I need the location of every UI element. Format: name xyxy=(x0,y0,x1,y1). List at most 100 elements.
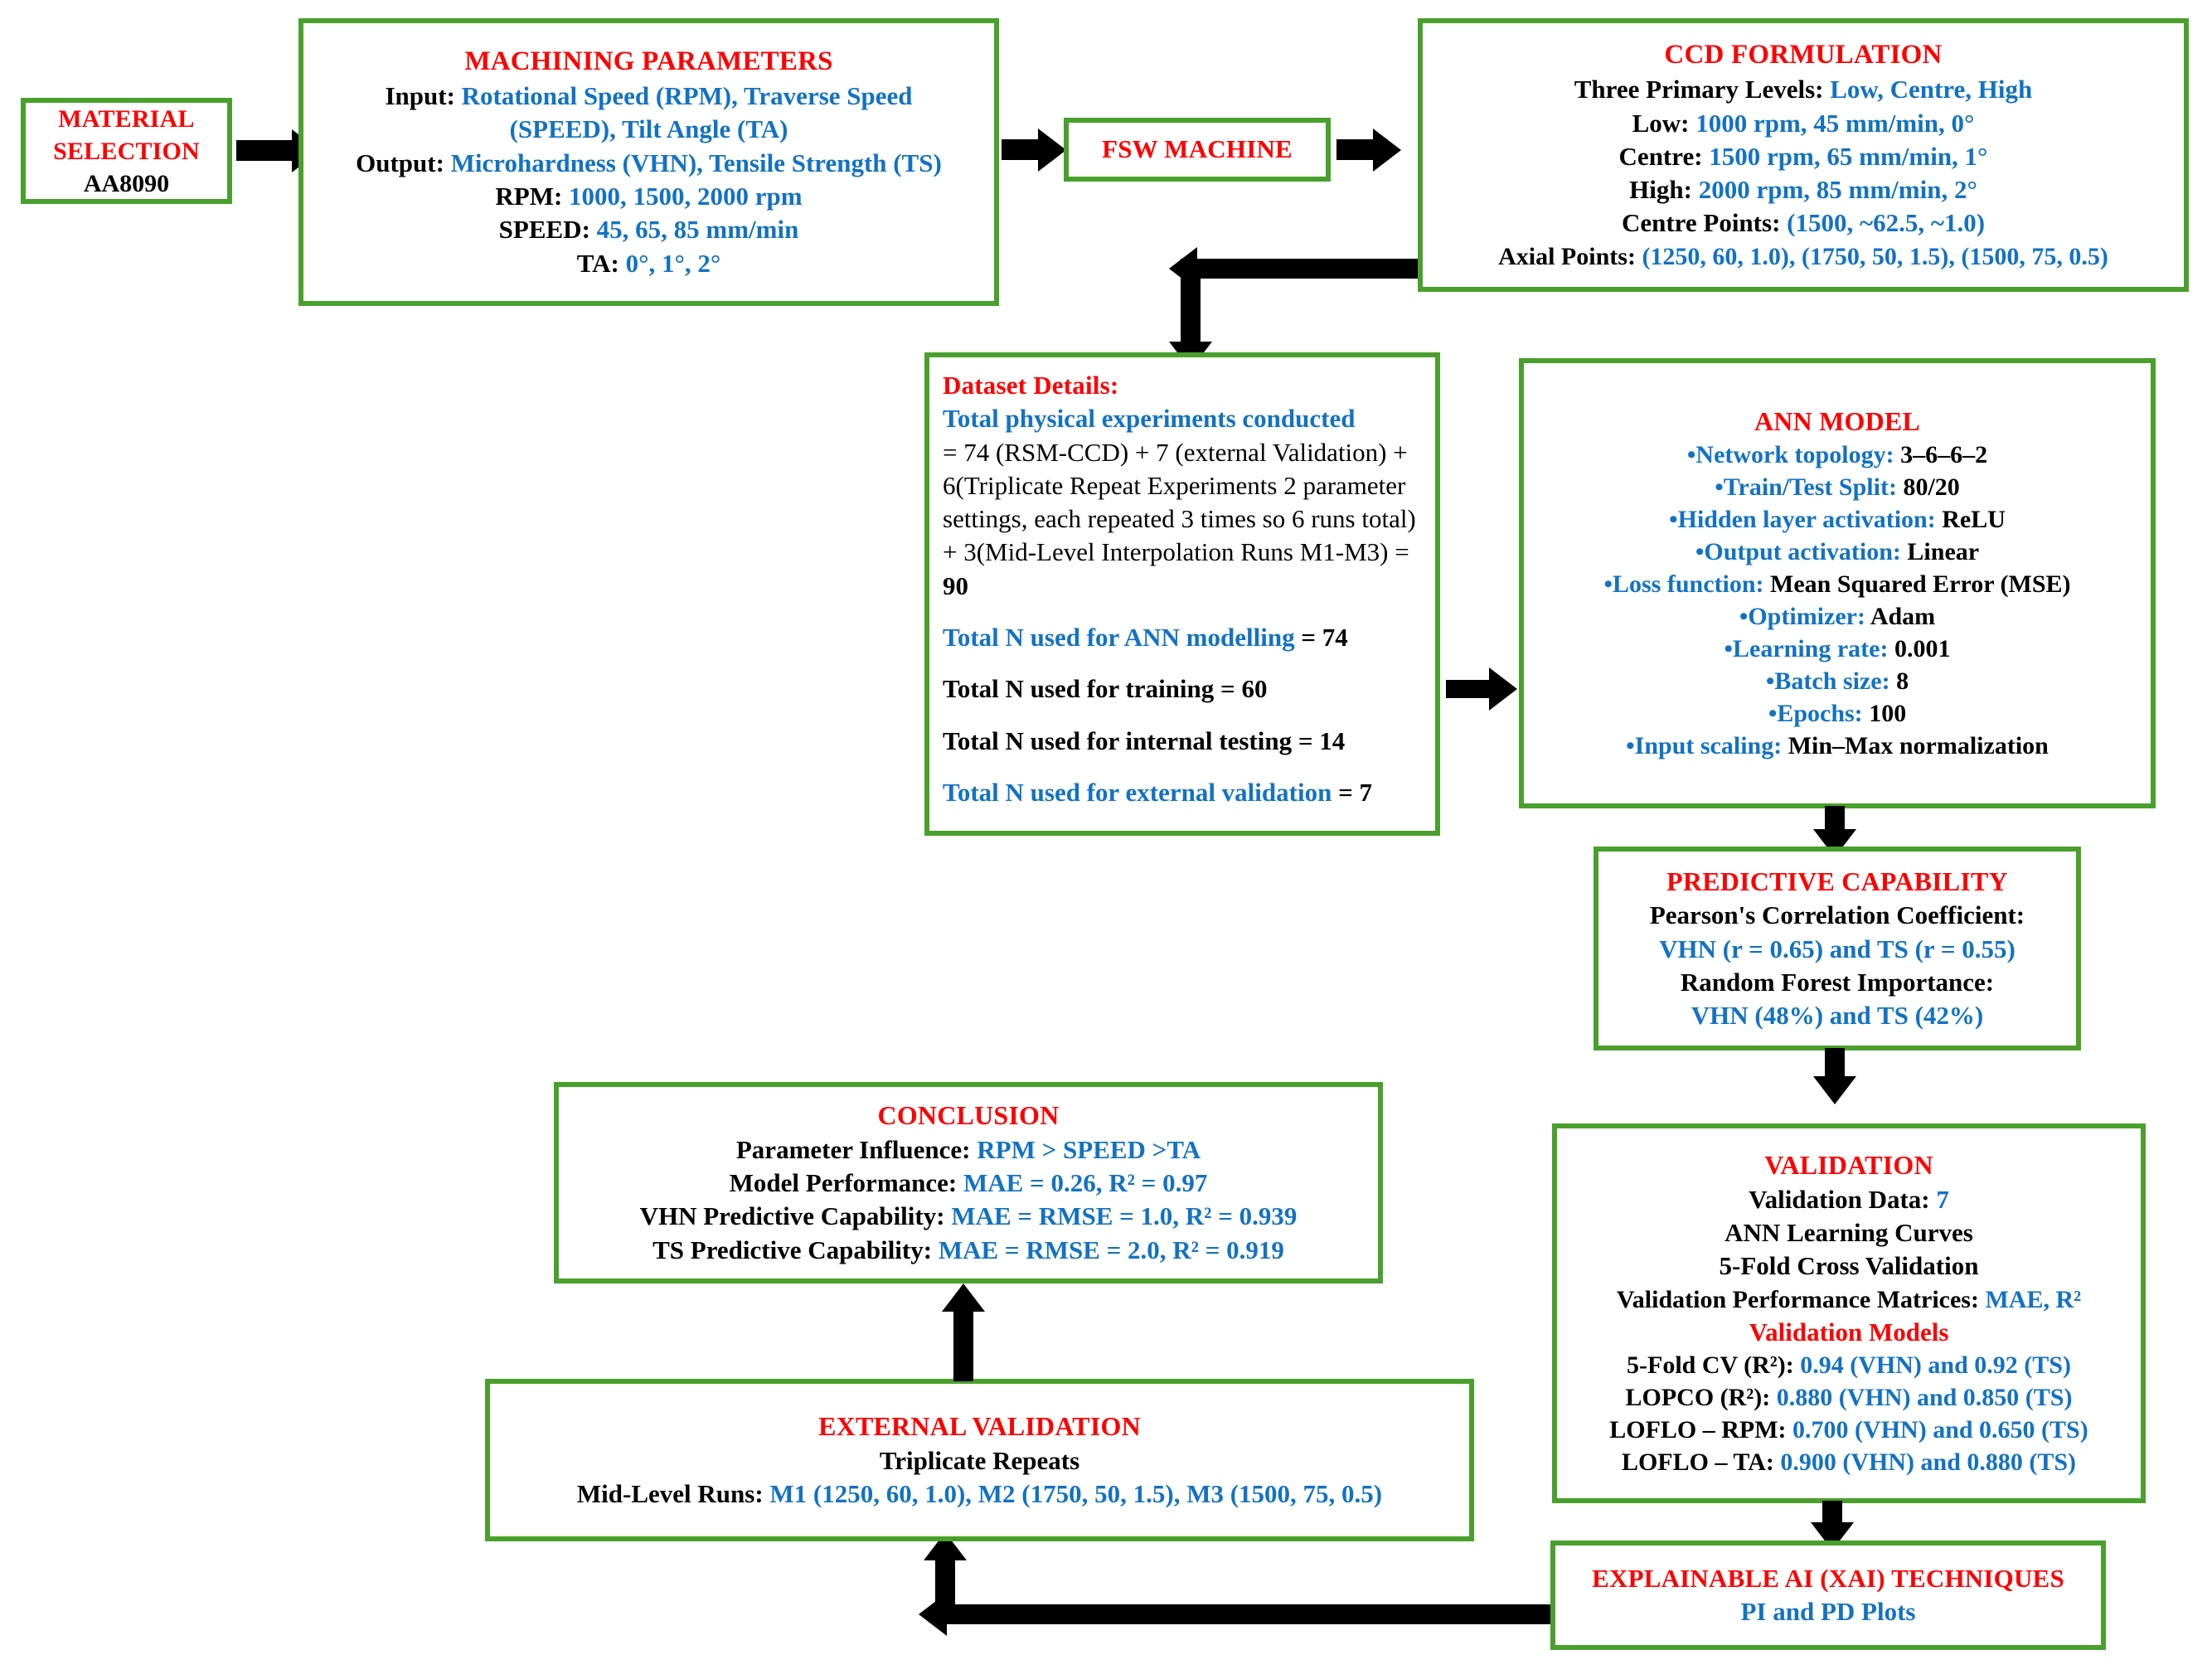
ann-bullet-value: 0.001 xyxy=(1894,635,1951,663)
ann-bullet-label: •Network topology: xyxy=(1686,441,1894,469)
validation-matrices-label: Validation Performance Matrices: xyxy=(1616,1285,1979,1313)
ann-bullet: •Batch size: 8 xyxy=(1766,665,1909,697)
rpm-label: RPM: xyxy=(495,181,563,211)
ann-bullet-value: 8 xyxy=(1896,667,1909,696)
ccd-row-value: Low, Centre, High xyxy=(1830,75,2033,104)
ann-bullet: •Learning rate: 0.001 xyxy=(1724,633,1951,665)
machining-parameters-title: MACHINING PARAMETERS xyxy=(464,46,833,77)
ccd-row: Low: 1000 rpm, 45 mm/min, 0° xyxy=(1632,107,1975,140)
ann-bullet-label: •Output activation: xyxy=(1695,538,1901,566)
external-validation-runs-value: M1 (1250, 60, 1.0), M2 (1750, 50, 1.5), … xyxy=(769,1478,1383,1508)
material-selection-box[interactable]: MATERIAL SELECTION AA8090 xyxy=(21,98,232,204)
ccd-row-value: (1500, ~62.5, ~1.0) xyxy=(1787,208,1986,238)
conclusion-row-value: RPM > SPEED >TA xyxy=(977,1134,1201,1164)
input-label: Input: xyxy=(385,81,455,111)
pearson-label: Pearson's Correlation Coefficient: xyxy=(1649,900,2025,930)
conclusion-row-value: MAE = 0.26, R² = 0.97 xyxy=(963,1168,1208,1197)
dataset-line-label: Total N used for ANN modelling xyxy=(943,623,1295,653)
dataset-line-label: Total N used for external validation xyxy=(943,777,1332,807)
validation-learning-curves: ANN Learning Curves xyxy=(1724,1218,1973,1247)
ann-bullet-value: ReLU xyxy=(1942,506,2006,534)
conclusion-row: Model Performance: MAE = 0.26, R² = 0.97 xyxy=(730,1167,1208,1200)
dataset-line-sep: = xyxy=(1292,725,1320,755)
conclusion-box[interactable]: CONCLUSION Parameter Influence: RPM > SP… xyxy=(554,1082,1383,1283)
ccd-row-label: High: xyxy=(1629,175,1692,205)
ccd-row-value: 1500 rpm, 65 mm/min, 1° xyxy=(1709,141,1988,171)
speed-label: SPEED: xyxy=(498,215,590,245)
ann-bullet-value: Adam xyxy=(1870,603,1936,631)
ccd-row-value: (1250, 60, 1.0), (1750, 50, 1.5), (1500,… xyxy=(1642,242,2108,270)
ann-bullet: •Epochs: 100 xyxy=(1768,697,1906,730)
dataset-line: Total N used for external validation = 7 xyxy=(943,776,1372,809)
ann-bullet-label: •Input scaling: xyxy=(1626,732,1783,760)
conclusion-row-value: MAE = RMSE = 1.0, R² = 0.939 xyxy=(951,1201,1298,1231)
machining-parameters-speed-row: SPEED: 45, 65, 85 mm/min xyxy=(499,213,799,246)
ccd-row-label: Low: xyxy=(1632,108,1690,138)
predictive-capability-box[interactable]: PREDICTIVE CAPABILITY Pearson's Correlat… xyxy=(1594,847,2081,1050)
machining-parameters-input-row1: Input: Rotational Speed (RPM), Traverse … xyxy=(385,80,912,113)
dataset-line-value: 60 xyxy=(1241,674,1268,704)
validation-model-label: LOFLO – RPM: xyxy=(1609,1415,1787,1444)
dataset-details-title: Dataset Details: xyxy=(943,371,1119,400)
ann-bullet: •Hidden layer activation: ReLU xyxy=(1669,503,2006,536)
validation-data-value: 7 xyxy=(1936,1184,1949,1214)
external-validation-box[interactable]: EXTERNAL VALIDATION Triplicate Repeats M… xyxy=(485,1379,1474,1541)
ann-bullet: •Optimizer: Adam xyxy=(1739,600,1935,633)
ann-bullet: •Output activation: Linear xyxy=(1695,536,1979,568)
validation-model-row: LOFLO – TA: 0.900 (VHN) and 0.880 (TS) xyxy=(1622,1446,2076,1478)
fsw-machine-box[interactable]: FSW MACHINE xyxy=(1064,118,1331,182)
machining-parameters-box[interactable]: MACHINING PARAMETERS Input: Rotational S… xyxy=(298,18,999,306)
output-value: Microhardness (VHN), Tensile Strength (T… xyxy=(450,148,942,177)
random-forest-value: VHN (48%) and TS (42%) xyxy=(1691,1001,1984,1031)
ann-model-title: ANN MODEL xyxy=(1754,405,1921,436)
ann-model-box[interactable]: ANN MODEL •Network topology: 3–6–6–2 •Tr… xyxy=(1519,358,2156,808)
ccd-row-label: Centre: xyxy=(1618,141,1703,171)
ccd-row: High: 2000 rpm, 85 mm/min, 2° xyxy=(1629,173,1977,206)
material-selection-alloy: AA8090 xyxy=(83,169,170,197)
rpm-value: 1000, 1500, 2000 rpm xyxy=(569,181,803,211)
ann-bullet-label: •Learning rate: xyxy=(1724,635,1889,663)
ann-bullet-value: Linear xyxy=(1907,538,1980,566)
validation-model-row: LOFLO – RPM: 0.700 (VHN) and 0.650 (TS) xyxy=(1609,1414,2088,1446)
dataset-total-body-text: = 74 (RSM-CCD) + 7 (external Validation)… xyxy=(943,437,1416,567)
ann-bullet-label: •Optimizer: xyxy=(1739,603,1865,631)
dataset-line-label: Total N used for training xyxy=(943,674,1215,704)
dataset-line-value: 74 xyxy=(1322,623,1348,653)
ann-bullet: •Network topology: 3–6–6–2 xyxy=(1687,439,1987,471)
validation-matrices-row: Validation Performance Matrices: MAE, R² xyxy=(1617,1283,2081,1316)
ann-bullet-label: •Loss function: xyxy=(1603,570,1764,599)
conclusion-row-label: Model Performance: xyxy=(729,1168,958,1197)
external-validation-runs-row: Mid-Level Runs: M1 (1250, 60, 1.0), M2 (… xyxy=(577,1477,1382,1511)
dataset-line-value: 7 xyxy=(1359,777,1373,807)
fsw-machine-title: FSW MACHINE xyxy=(1102,134,1293,164)
conclusion-row: Parameter Influence: RPM > SPEED >TA xyxy=(736,1133,1201,1167)
conclusion-row-label: Parameter Influence: xyxy=(735,1134,971,1164)
ccd-row: Centre Points: (1500, ~62.5, ~1.0) xyxy=(1622,206,1985,240)
ccd-row: Centre: 1500 rpm, 65 mm/min, 1° xyxy=(1619,140,1988,173)
xai-box[interactable]: EXPLAINABLE AI (XAI) TECHNIQUES PI and P… xyxy=(1550,1541,2106,1650)
validation-box[interactable]: VALIDATION Validation Data: 7 ANN Learni… xyxy=(1552,1123,2146,1503)
ta-label: TA: xyxy=(576,248,619,278)
machining-parameters-ta-row: TA: 0°, 1°, 2° xyxy=(577,247,721,280)
ccd-formulation-box[interactable]: CCD FORMULATION Three Primary Levels: Lo… xyxy=(1418,18,2189,292)
input-value-line1: Rotational Speed (RPM), Traverse Speed xyxy=(461,81,913,111)
predictive-capability-title: PREDICTIVE CAPABILITY xyxy=(1666,866,2008,896)
dataset-line: Total N used for training = 60 xyxy=(943,672,1267,706)
random-forest-label: Random Forest Importance: xyxy=(1680,967,1995,997)
ann-bullet-value: 100 xyxy=(1869,700,1907,728)
ann-bullet: •Loss function: Mean Squared Error (MSE) xyxy=(1603,568,2070,600)
validation-models-title: Validation Models xyxy=(1749,1317,1949,1346)
ccd-row: Three Primary Levels: Low, Centre, High xyxy=(1574,73,2032,106)
ann-bullet-label: •Epochs: xyxy=(1768,700,1863,728)
material-selection-title-line1: MATERIAL xyxy=(58,104,195,133)
xai-title: EXPLAINABLE AI (XAI) TECHNIQUES xyxy=(1592,1563,2064,1593)
dataset-total-headline: Total physical experiments conducted xyxy=(943,404,1356,434)
validation-model-row: LOPCO (R²): 0.880 (VHN) and 0.850 (TS) xyxy=(1625,1381,2072,1414)
conclusion-row: VHN Predictive Capability: MAE = RMSE = … xyxy=(640,1200,1298,1233)
external-validation-title: EXTERNAL VALIDATION xyxy=(818,1410,1141,1441)
dataset-details-box[interactable]: Dataset Details: Total physical experime… xyxy=(924,352,1440,836)
ccd-formulation-title: CCD FORMULATION xyxy=(1664,40,1943,70)
validation-model-value: 0.700 (VHN) and 0.650 (TS) xyxy=(1792,1415,2088,1444)
conclusion-row-label: VHN Predictive Capability: xyxy=(639,1201,945,1231)
